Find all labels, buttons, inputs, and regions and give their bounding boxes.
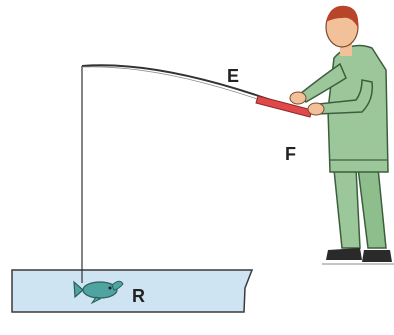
rod-grip bbox=[255, 95, 313, 118]
fish-label: R bbox=[132, 286, 145, 306]
rod-label: E bbox=[227, 66, 240, 86]
fish-icon bbox=[73, 280, 124, 305]
water bbox=[11, 269, 254, 313]
person-icon bbox=[289, 5, 394, 265]
force-label: F bbox=[285, 144, 296, 164]
fishing-rod bbox=[81, 64, 283, 105]
